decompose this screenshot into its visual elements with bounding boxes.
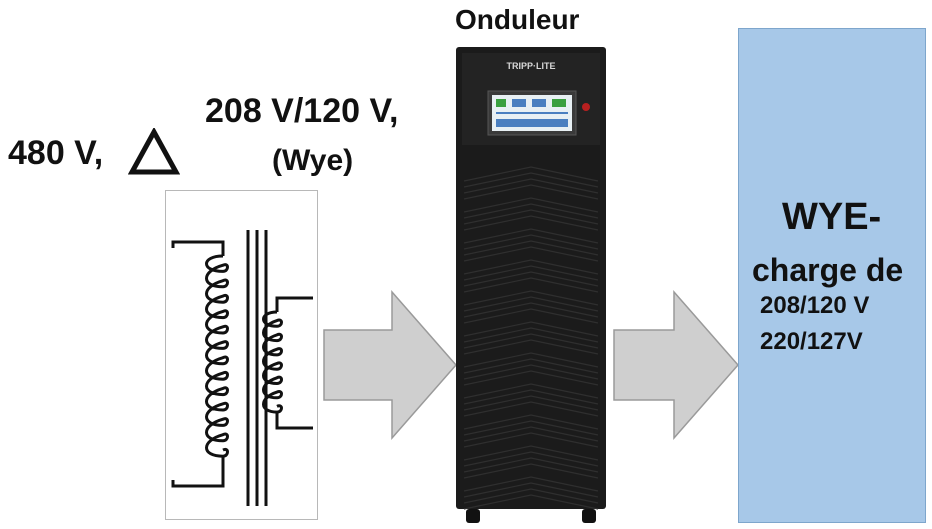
flow-arrow-to-load [612, 290, 742, 440]
transformer-coils-icon [165, 190, 318, 520]
ups-power-button[interactable] [582, 103, 590, 111]
load-subtitle: charge de [752, 252, 903, 289]
output-voltage-label: 208 V/120 V, [205, 92, 398, 131]
load-title: WYE- [782, 196, 881, 239]
input-voltage-label: 480 V, [8, 134, 103, 173]
flow-arrow-to-ups [322, 290, 460, 440]
load-voltage-2: 220/127V [760, 328, 863, 356]
load-voltage-1: 208/120 V [760, 292, 869, 320]
ups-title: Onduleur [455, 4, 579, 36]
delta-symbol-icon [128, 128, 180, 176]
ups-front-panel: TRIPP·LITE [456, 47, 606, 527]
ups-brand-label: TRIPP·LITE [507, 61, 556, 71]
output-config-label: (Wye) [272, 144, 353, 178]
